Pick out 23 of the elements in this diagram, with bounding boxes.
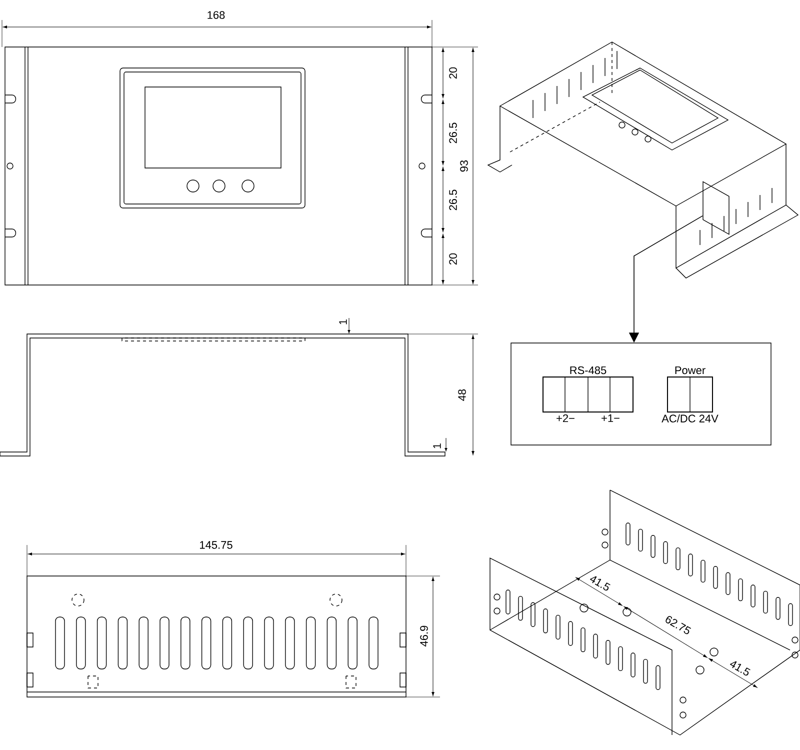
dimension-label: 41.5 [730, 661, 750, 676]
dimension-label: 20 [449, 67, 457, 79]
dimension-label: 26.5 [449, 122, 457, 144]
node-label: RS-485 [570, 366, 606, 374]
node-label: AC/DC 24V [662, 414, 718, 422]
dimension-label: 93 [460, 160, 468, 172]
node-label: +1− [602, 414, 620, 422]
dimension-label: 168 [208, 11, 225, 19]
terminal-panel [510, 342, 772, 446]
terminal-window [702, 181, 730, 235]
dimension-label: 41.5 [590, 576, 610, 591]
dimension-label: 62.75 [666, 616, 692, 634]
terminal-block: RS-485 +2− +1− [542, 366, 634, 422]
dimension-label: 1 [339, 319, 347, 324]
node-label: +2− [556, 414, 574, 422]
terminal-block: Power AC/DC 24V [662, 366, 718, 422]
dimension-label: 20 [449, 253, 457, 265]
dimension-label: 26.5 [449, 190, 457, 210]
dimension-label: 48 [458, 389, 466, 401]
dimension-label: 145.75 [200, 541, 232, 549]
dimension-label: 46.9 [420, 626, 428, 646]
node-label: Power [675, 366, 706, 374]
dimension-label: 1 [433, 443, 441, 448]
